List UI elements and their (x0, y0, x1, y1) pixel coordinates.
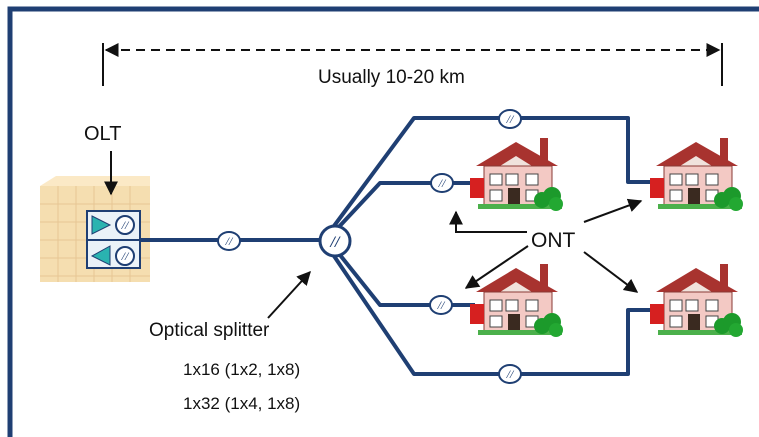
fiber-marker-label: // (225, 234, 234, 248)
distance-dimension (102, 43, 723, 86)
splitter-config-2: 1x32 (1x4, 1x8) (183, 394, 301, 413)
fiber-marker-label: // (506, 367, 515, 381)
ont-label: ONT (531, 229, 576, 252)
splitter-arrow (267, 270, 311, 319)
ont-top-left-house-icon (469, 137, 564, 212)
distance-label: Usually 10-20 km (318, 67, 465, 88)
fiber-marker-label: // (506, 112, 515, 126)
splitter-label: Optical splitter (149, 320, 270, 341)
fiber-markers (217, 109, 522, 384)
olt-label: OLT (84, 123, 122, 145)
frame (7, 6, 759, 437)
fiber-marker-labels: // // // // // // // (121, 112, 515, 381)
olt-port-label: // (121, 218, 130, 232)
olt-port-label: // (121, 249, 130, 263)
splitter-marker: // (330, 234, 341, 251)
ont-top-right-house-icon (649, 137, 744, 212)
fiber-marker-label: // (437, 298, 446, 312)
ont-arrows (449, 198, 643, 293)
fiber-marker-label: // (438, 176, 447, 190)
splitter-config-1: 1x16 (1x2, 1x8) (183, 360, 301, 379)
olt-rack-icon (40, 176, 150, 282)
splitter-icon (318, 224, 352, 258)
ont-bottom-right-house-icon (649, 263, 744, 338)
